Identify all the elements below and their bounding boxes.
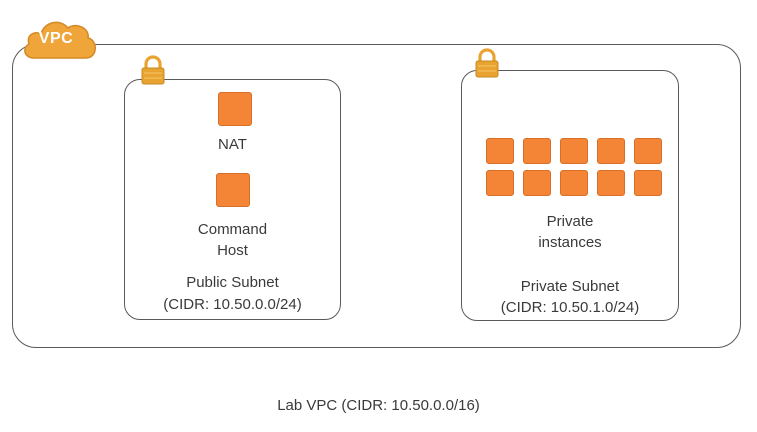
private-instance-icon (560, 138, 588, 164)
command-host-label-line1: Command (197, 221, 268, 238)
private-instance-icon (634, 138, 662, 164)
private-instances-label-line2: instances (538, 234, 602, 251)
nat-label: NAT (218, 136, 247, 153)
private-instance-icon (597, 138, 625, 164)
cloud-icon (24, 21, 96, 59)
nat-instance-icon (218, 92, 252, 126)
private-instances-label-line1: Private (546, 213, 594, 230)
vpc-badge-label: VPC (38, 30, 74, 47)
private-instance-icon (523, 138, 551, 164)
private-instance-icon (597, 170, 625, 196)
private-subnet-box (461, 70, 679, 321)
public-subnet-box (124, 79, 341, 320)
public-subnet-cidr: (CIDR: 10.50.0.0/24) (163, 296, 302, 313)
vpc-container (12, 44, 741, 348)
public-subnet-name: Public Subnet (186, 274, 279, 291)
private-subnet-name: Private Subnet (520, 278, 620, 295)
lock-icon (141, 55, 165, 85)
private-instance-icon (486, 170, 514, 196)
command-host-instance-icon (216, 173, 250, 207)
private-instance-icon (634, 170, 662, 196)
private-instance-icon (560, 170, 588, 196)
lock-icon (475, 48, 499, 78)
private-subnet-cidr: (CIDR: 10.50.1.0/24) (500, 299, 640, 316)
vpc-caption: Lab VPC (CIDR: 10.50.0.0/16) (277, 397, 480, 414)
private-instance-icon (486, 138, 514, 164)
private-instance-icon (523, 170, 551, 196)
command-host-label-line2: Host (217, 242, 248, 259)
